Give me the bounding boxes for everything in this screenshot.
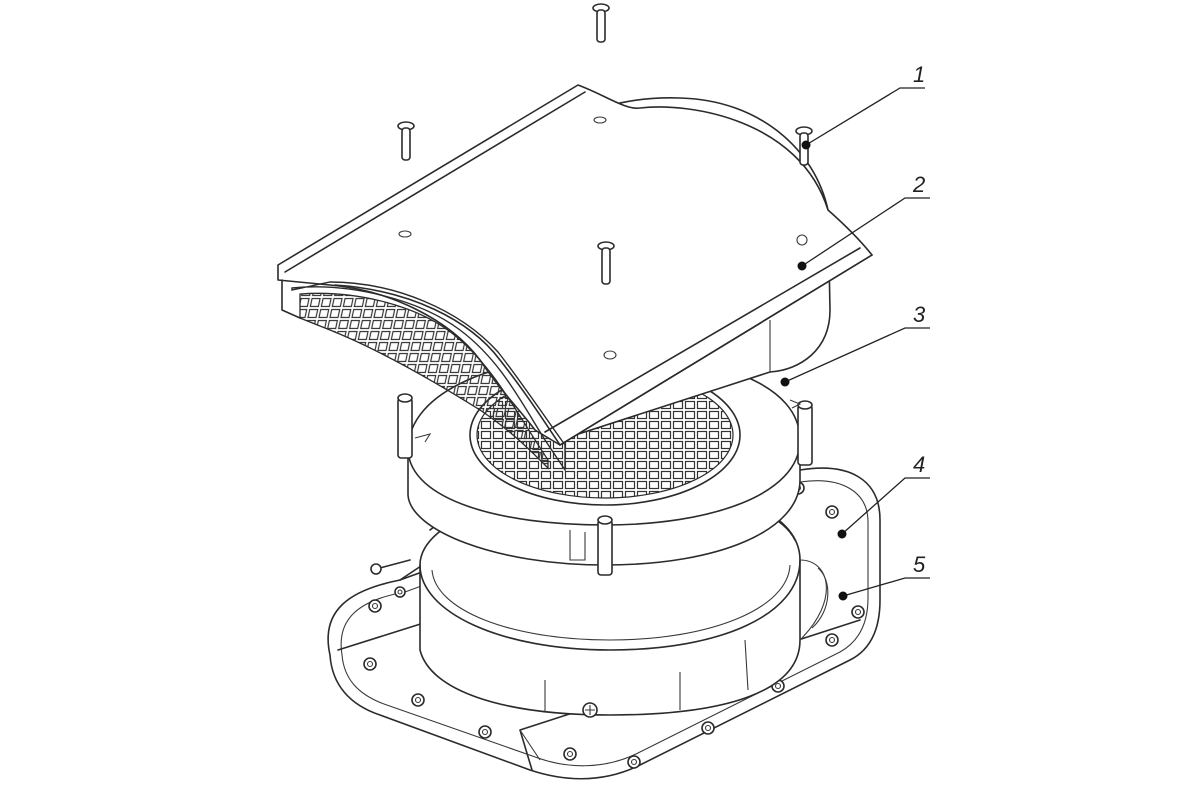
callout-3: 3 (913, 302, 926, 327)
callout-5: 5 (913, 552, 926, 577)
screw-center (597, 241, 615, 285)
callout-4: 4 (913, 452, 925, 477)
callout-leaders (780, 87, 930, 601)
callout-2: 2 (912, 172, 925, 197)
callout-1: 1 (913, 62, 925, 87)
screw-left (397, 121, 415, 161)
callout-labels: 1 2 3 4 5 (912, 62, 926, 577)
cap-cover (277, 84, 873, 473)
collar-screw (582, 702, 598, 718)
plate-bolt-holes (363, 481, 865, 769)
ring-posts (397, 393, 813, 576)
fastening-screws (397, 3, 813, 285)
screw-top-center (592, 3, 610, 43)
side-screw (370, 559, 411, 575)
